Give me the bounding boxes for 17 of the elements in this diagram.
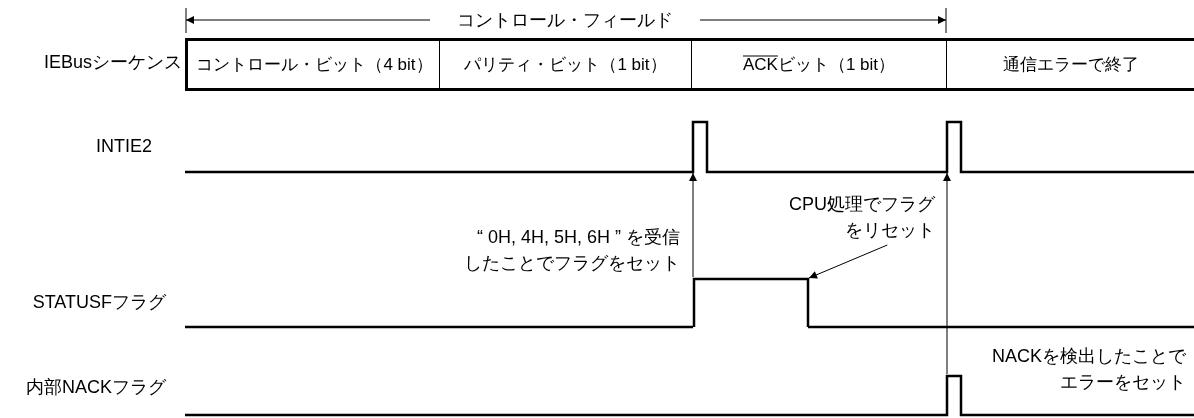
field-cell: ACKビット（1 bit）	[691, 38, 946, 91]
annotation-text: “ 0H, 4H, 5H, 6H ” を受信したことでフラグをセット	[463, 226, 680, 275]
signal-pulse	[692, 277, 810, 329]
row-label: STATUSFフラグ	[31, 291, 166, 314]
arrow	[943, 172, 951, 375]
row-label: INTIE2	[95, 135, 152, 158]
arrow	[808, 244, 888, 279]
field-cell: コントロール・ビット（4 bit）	[185, 38, 441, 91]
signal-waveform	[185, 120, 1194, 174]
field-cell: パリティ・ビット（1 bit）	[439, 38, 691, 91]
row-label: 内部NACKフラグ	[25, 376, 166, 399]
field-cell: 通信エラーで終了	[946, 38, 1194, 91]
arrow	[689, 172, 697, 278]
row-label: IEBusシーケンス	[42, 51, 182, 74]
annotation-text: NACKを検出したことでエラーをセット	[991, 345, 1186, 394]
signal-waveform	[185, 374, 1194, 417]
annotation-text: CPU処理でフラグをリセット	[786, 191, 935, 243]
